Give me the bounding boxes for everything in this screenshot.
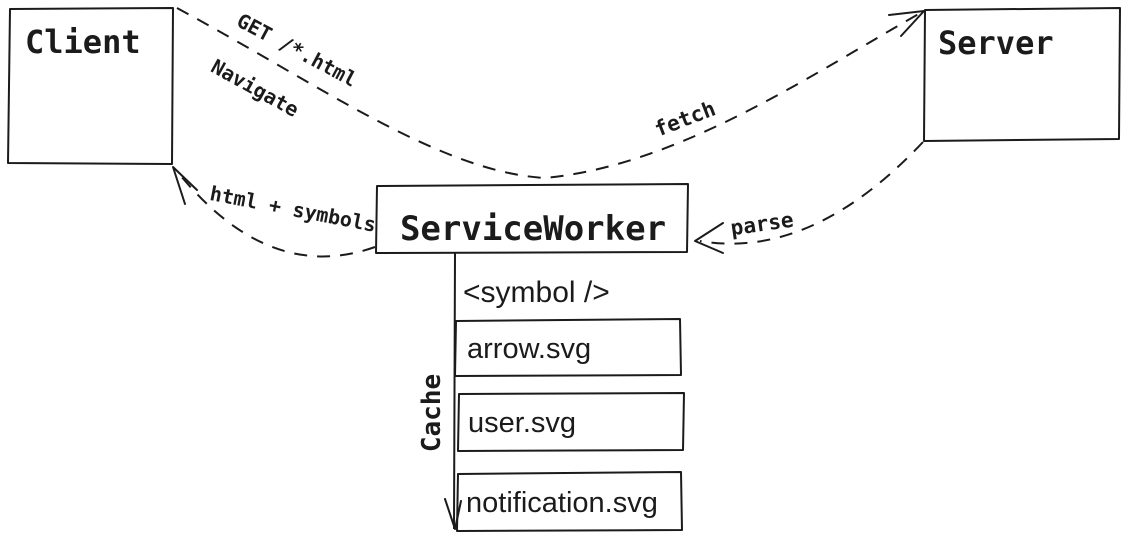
edge-label-fetch: fetch xyxy=(651,96,719,141)
edge-server-to-serviceworker xyxy=(699,141,924,245)
client-node xyxy=(7,7,174,165)
symbol-tag-label: <symbol /> xyxy=(463,276,610,309)
cache-item-box xyxy=(457,392,685,452)
edge-label-html-symbols: html + symbols xyxy=(208,181,378,237)
edge-client-to-server xyxy=(176,7,925,180)
cache-item: arrow.svg xyxy=(454,318,682,377)
cache-item-label: notification.svg xyxy=(466,487,658,519)
client-node-label: Client xyxy=(25,23,141,61)
cache-item-box xyxy=(454,318,682,377)
cache-item: notification.svg xyxy=(456,471,683,532)
server-node-label: Server xyxy=(938,24,1054,62)
cache-label: Cache xyxy=(417,374,447,452)
serviceworker-node-label: ServiceWorker xyxy=(400,209,666,249)
serviceworker-arrowhead-icon xyxy=(694,222,724,254)
edge-label-navigate: Navigate xyxy=(207,54,303,122)
cache-line xyxy=(453,252,456,530)
cache-item: user.svg xyxy=(457,392,685,452)
cache-item-label: arrow.svg xyxy=(467,333,591,365)
client-arrowhead-icon xyxy=(172,166,198,205)
serviceworker-node xyxy=(375,183,689,254)
cache-item-label: user.svg xyxy=(468,407,576,439)
cache-item-box xyxy=(456,471,683,532)
server-node xyxy=(923,7,1121,142)
edge-serviceworker-to-client xyxy=(175,169,376,258)
server-arrowhead-icon xyxy=(888,10,925,37)
cache-line-arrowhead-icon xyxy=(444,498,462,530)
